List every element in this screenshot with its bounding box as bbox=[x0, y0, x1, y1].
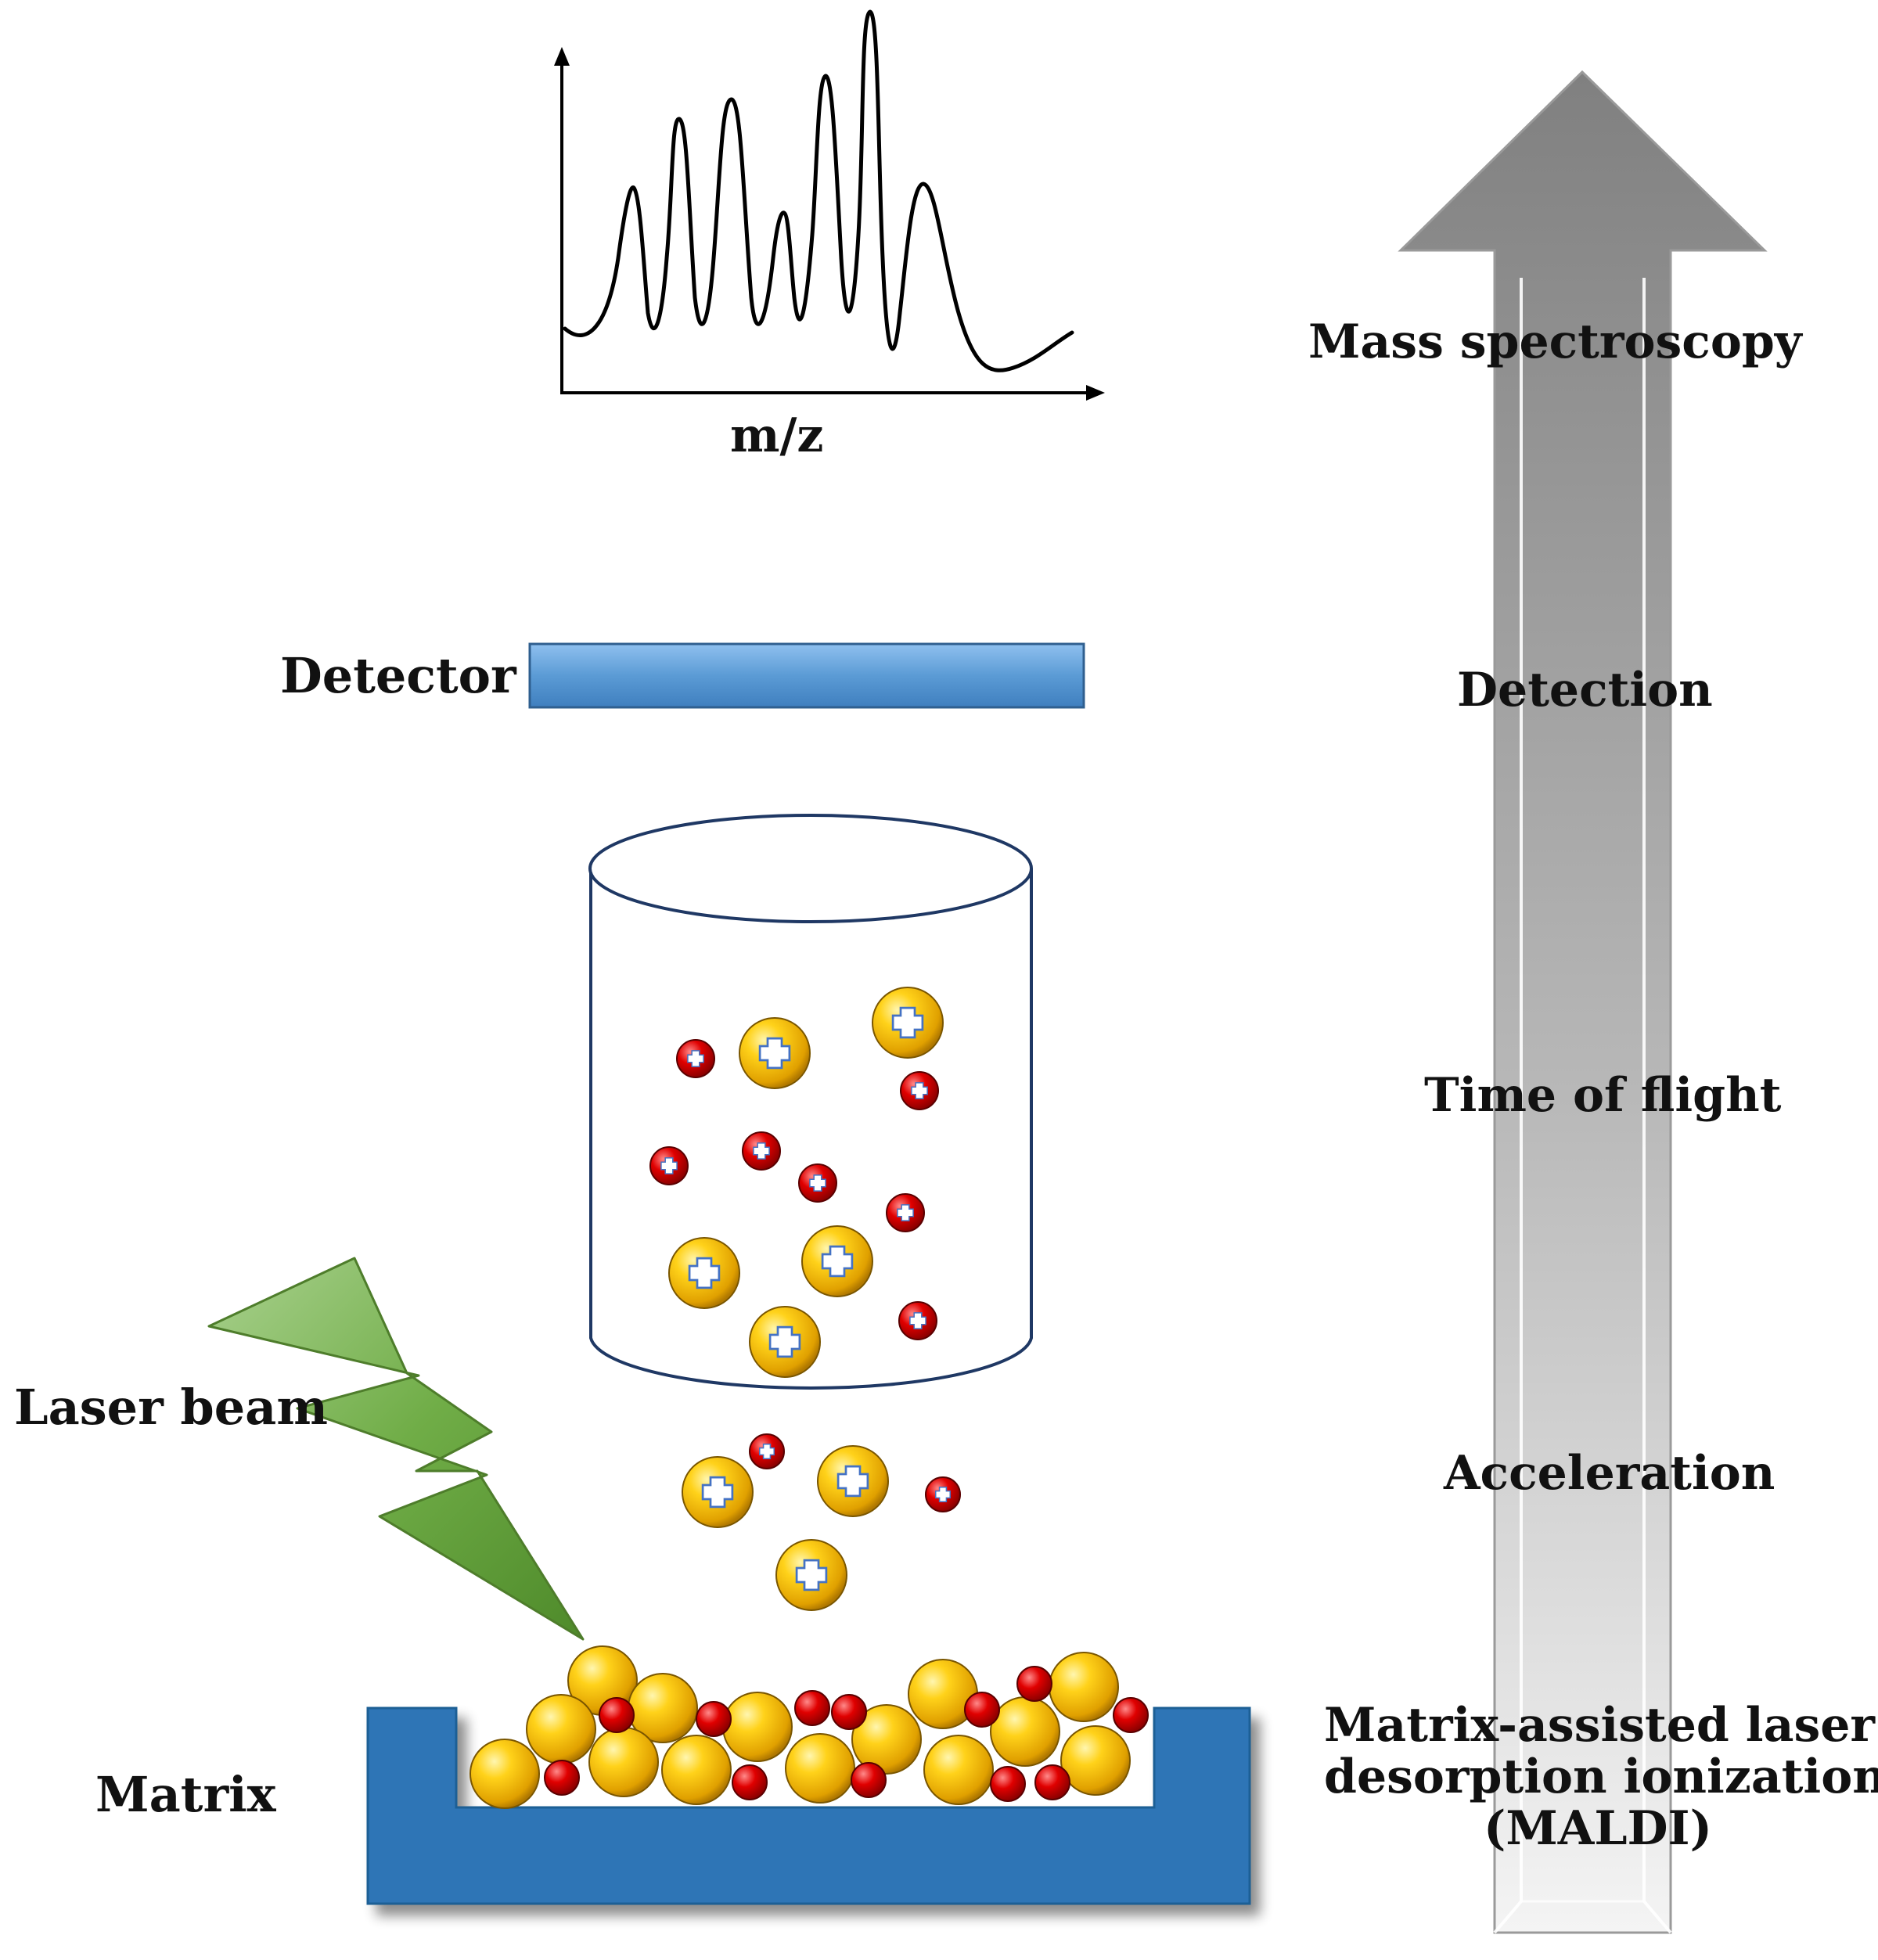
small-ion bbox=[1113, 1697, 1149, 1733]
plus-icon bbox=[768, 1325, 801, 1358]
large-ion bbox=[851, 1704, 922, 1775]
large-ion bbox=[682, 1456, 754, 1528]
large-ion bbox=[785, 1733, 855, 1804]
large-ion bbox=[588, 1727, 659, 1797]
large-ion bbox=[990, 1696, 1060, 1767]
plus-icon bbox=[935, 1487, 951, 1502]
plus-icon bbox=[836, 1465, 869, 1498]
detector-bar bbox=[528, 642, 1085, 709]
flight-tube bbox=[588, 814, 1033, 1390]
large-ion bbox=[661, 1735, 732, 1805]
matrix-label: Matrix bbox=[95, 1766, 276, 1823]
plus-icon bbox=[809, 1174, 826, 1192]
small-ion bbox=[886, 1193, 925, 1232]
plus-icon bbox=[897, 1204, 914, 1221]
stage-acceleration: Acceleration bbox=[1444, 1446, 1775, 1501]
large-ion bbox=[817, 1445, 889, 1517]
spectrum-trace bbox=[563, 9, 1074, 372]
small-ion bbox=[1016, 1666, 1052, 1702]
large-ion bbox=[801, 1225, 873, 1297]
large-ion bbox=[749, 1306, 821, 1378]
plus-icon bbox=[911, 1082, 928, 1099]
stage-maldi-line-2: desorption ionization bbox=[1324, 1750, 1878, 1804]
lightning-bolt-icon bbox=[207, 1257, 585, 1641]
x-axis-arrowhead bbox=[1086, 385, 1105, 401]
large-ion bbox=[872, 987, 944, 1059]
small-ion bbox=[696, 1701, 732, 1737]
plus-icon bbox=[687, 1050, 704, 1067]
spectrum-x-axis-label: m/z bbox=[730, 408, 824, 463]
large-ion bbox=[722, 1692, 793, 1762]
small-ion bbox=[900, 1071, 939, 1110]
up-arrow-icon bbox=[1398, 70, 1768, 1934]
small-ion bbox=[851, 1762, 887, 1798]
small-ion bbox=[749, 1433, 785, 1469]
small-ion bbox=[964, 1692, 1000, 1728]
stage-detection: Detection bbox=[1457, 663, 1713, 717]
plus-icon bbox=[701, 1476, 734, 1509]
small-ion bbox=[599, 1697, 635, 1733]
large-ion bbox=[739, 1017, 811, 1089]
small-ion bbox=[898, 1301, 937, 1340]
plus-icon bbox=[795, 1559, 828, 1591]
small-ion bbox=[831, 1694, 867, 1730]
small-ion bbox=[925, 1476, 961, 1512]
y-axis-arrowhead bbox=[554, 47, 570, 66]
large-ion bbox=[775, 1539, 847, 1611]
mass-spectrum bbox=[554, 9, 1105, 401]
small-ion bbox=[990, 1766, 1026, 1802]
laser-beam-label: Laser beam bbox=[14, 1379, 328, 1436]
plus-icon bbox=[660, 1157, 678, 1174]
flight-tube-body bbox=[589, 869, 1033, 1390]
stage-maldi-line-3: (MALDI) bbox=[1483, 1801, 1713, 1856]
stage-maldi-line-1: Matrix-assisted laser bbox=[1324, 1698, 1876, 1753]
small-ion bbox=[732, 1764, 768, 1800]
small-ion bbox=[649, 1146, 689, 1185]
plus-icon bbox=[909, 1312, 926, 1329]
detector-label: Detector bbox=[280, 647, 516, 704]
small-ion bbox=[676, 1039, 715, 1078]
stage-time-of-flight: Time of flight bbox=[1424, 1068, 1782, 1123]
large-ion bbox=[470, 1739, 540, 1809]
small-ion bbox=[1034, 1764, 1070, 1800]
stage-arrow bbox=[1398, 70, 1768, 1934]
small-ion bbox=[742, 1131, 781, 1171]
flight-tube-top bbox=[588, 814, 1033, 923]
small-ion bbox=[798, 1163, 837, 1203]
plus-icon bbox=[688, 1257, 721, 1289]
plus-icon bbox=[759, 1444, 775, 1459]
particles-layer bbox=[470, 987, 1149, 1809]
large-ion bbox=[1060, 1725, 1131, 1796]
plus-icon bbox=[891, 1006, 924, 1039]
large-ion bbox=[668, 1237, 740, 1309]
stage-mass-spectroscopy: Mass spectroscopy bbox=[1308, 315, 1802, 369]
large-ion bbox=[923, 1735, 994, 1805]
large-ion bbox=[1049, 1652, 1119, 1722]
matrix-tray bbox=[366, 1706, 1251, 1905]
plus-icon bbox=[753, 1142, 770, 1160]
plus-icon bbox=[821, 1245, 854, 1278]
stage-maldi: Matrix-assisted laser desorption ionizat… bbox=[1324, 1698, 1878, 1856]
large-ion bbox=[526, 1694, 596, 1764]
small-ion bbox=[794, 1690, 830, 1726]
small-ion bbox=[544, 1760, 580, 1796]
plus-icon bbox=[758, 1037, 791, 1070]
